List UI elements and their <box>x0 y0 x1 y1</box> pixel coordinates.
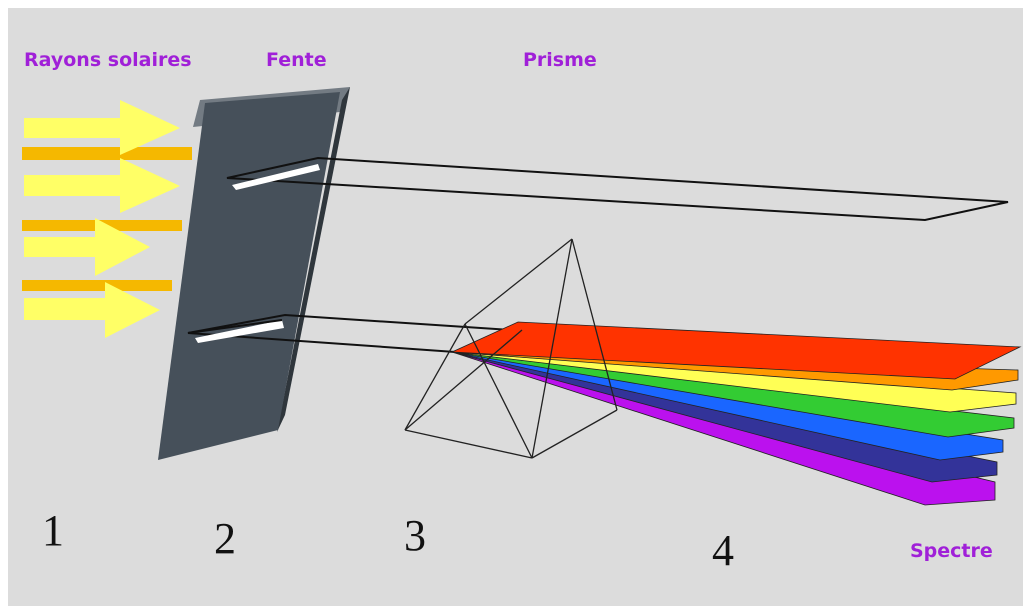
upper-beam-outline <box>226 156 1009 222</box>
spectrum-band-red <box>451 321 1022 380</box>
diagram-panel <box>8 8 1023 606</box>
sun-ray-arrow <box>24 282 160 338</box>
step-number-3: 3 <box>404 511 426 560</box>
orange-band <box>22 280 172 291</box>
sun-ray-arrows <box>24 100 180 338</box>
sun-ray-arrow <box>24 158 180 213</box>
step-number-4: 4 <box>712 526 734 575</box>
spectrum-fan <box>451 321 1022 506</box>
step-number-1: 1 <box>42 506 64 555</box>
orange-band <box>22 147 192 160</box>
slit-block <box>158 87 350 460</box>
step-number-2: 2 <box>214 514 236 563</box>
upper-slit-opening <box>232 164 320 190</box>
spectrum-label: Spectre <box>910 540 993 562</box>
slit-block-side <box>277 87 350 432</box>
slit-block-front <box>158 92 340 460</box>
upper-beam <box>226 156 1009 222</box>
prism <box>404 238 618 459</box>
slit-label: Fente <box>266 49 327 71</box>
sun-ray-arrow <box>24 100 180 155</box>
sun-rays-label: Rayons solaires <box>24 49 192 71</box>
sun-ray-arrow <box>24 218 150 276</box>
lower-slit-opening <box>195 320 284 343</box>
prism-label: Prisme <box>523 49 597 71</box>
